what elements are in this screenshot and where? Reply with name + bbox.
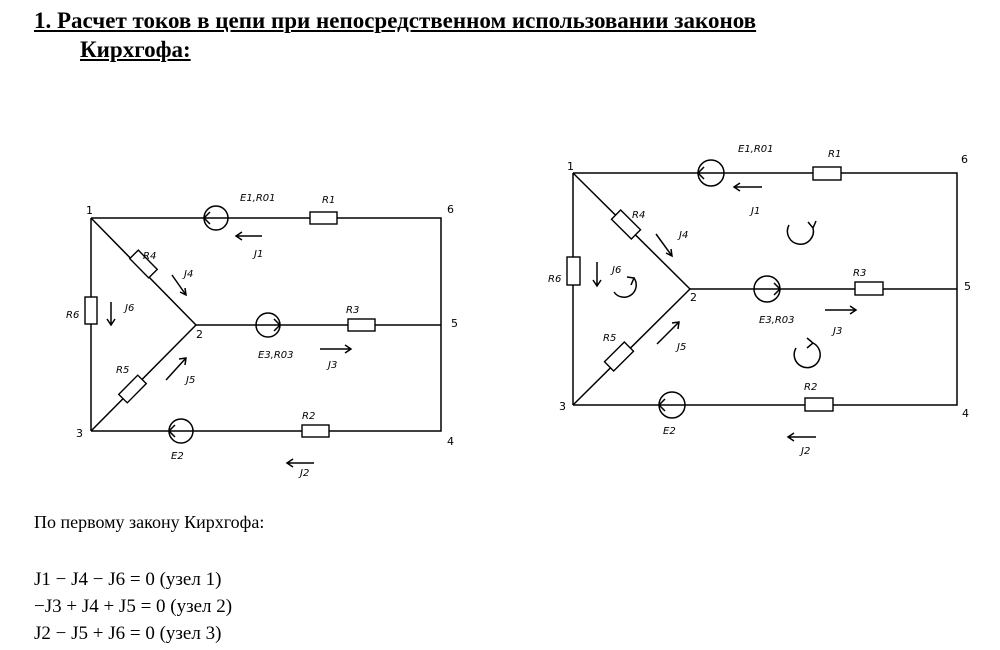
label-j4: J4 <box>182 269 193 280</box>
node-label-4: 4 <box>447 435 454 448</box>
label-r5: R5 <box>603 333 616 344</box>
circuit-diagram-right: 1 2 3 4 5 6 E1,R01 R1 J1 R4 J4 R6 J6 R3 … <box>548 144 971 457</box>
label-j5: J5 <box>184 375 195 386</box>
current-arrow-j2 <box>285 458 314 468</box>
heading-line-1: 1. Расчет токов в цепи при непосредствен… <box>34 8 757 33</box>
node-label-6: 6 <box>447 203 454 216</box>
current-arrow-j1 <box>234 231 262 241</box>
resistor-r2 <box>301 424 330 438</box>
label-j3: J3 <box>831 326 842 337</box>
resistor-r3 <box>854 281 884 296</box>
label-j1: J1 <box>252 249 263 260</box>
node-label-2: 2 <box>196 328 203 341</box>
current-arrow-j4 <box>655 233 673 258</box>
label-j6: J6 <box>123 303 134 314</box>
label-r2: R2 <box>302 411 315 422</box>
resistor-r1 <box>309 211 338 225</box>
label-r4: R4 <box>143 251 156 262</box>
label-j3: J3 <box>326 360 337 371</box>
loop-arrow-upper <box>786 220 817 245</box>
equation-node-1: J1 − J4 − J6 = 0 (узел 1) <box>34 569 222 590</box>
kirchhoff-law-caption: По первому закону Кирхгофа: <box>34 512 265 532</box>
current-arrow-j6 <box>592 262 602 288</box>
resistor-r4 <box>128 249 159 279</box>
label-e1: E1,R01 <box>738 144 774 155</box>
resistor-r4 <box>610 209 642 240</box>
label-r1: R1 <box>828 149 841 160</box>
equation-node-2: −J3 + J4 + J5 = 0 (узел 2) <box>34 596 233 617</box>
resistor-r3 <box>347 318 376 332</box>
circuit-diagram-left: 1 2 3 4 5 6 E1,R01 R1 J1 R4 J4 R6 J6 R3 … <box>66 193 458 479</box>
current-arrow-j5 <box>656 321 680 345</box>
emf-arrow-e1 <box>202 211 228 225</box>
label-e1: E1,R01 <box>240 193 276 204</box>
wire-3-2 <box>572 288 691 406</box>
emf-arrow-e2 <box>657 398 685 412</box>
resistor-r6 <box>84 296 98 325</box>
label-j5: J5 <box>675 342 686 353</box>
node-label-3: 3 <box>559 400 566 413</box>
label-j6: J6 <box>610 265 621 276</box>
label-j1: J1 <box>749 206 760 217</box>
emf-arrow-e2 <box>167 424 193 438</box>
label-e3: E3,R03 <box>258 350 294 361</box>
emf-arrow-e1 <box>696 166 724 180</box>
heading-line-2: Кирхгофа: <box>80 37 191 62</box>
label-j2: J2 <box>298 468 309 479</box>
node-label-4: 4 <box>962 407 969 420</box>
label-j2: J2 <box>799 446 810 457</box>
node-label-5: 5 <box>451 317 458 330</box>
node-label-5: 5 <box>964 280 971 293</box>
current-arrow-j3 <box>320 344 353 354</box>
node-label-6: 6 <box>961 153 968 166</box>
label-r3: R3 <box>853 268 866 279</box>
label-j4: J4 <box>677 230 688 241</box>
resistor-r5 <box>603 341 635 372</box>
resistor-r1 <box>812 166 842 181</box>
equation-node-3: J2 − J5 + J6 = 0 (узел 3) <box>34 623 222 644</box>
current-arrow-j1 <box>732 182 762 192</box>
emf-arrow-e3 <box>754 282 782 296</box>
label-e2: E2 <box>663 426 676 437</box>
wire-3-2 <box>90 324 197 432</box>
current-arrow-j4 <box>171 274 187 297</box>
current-arrow-j3 <box>825 305 858 315</box>
node-label-2: 2 <box>690 291 697 304</box>
label-e3: E3,R03 <box>759 315 795 326</box>
loop-arrow-lower <box>793 337 821 369</box>
current-arrow-j6 <box>106 302 116 327</box>
equations-block: J1 − J4 − J6 = 0 (узел 1) −J3 + J4 + J5 … <box>34 566 232 647</box>
node-label-3: 3 <box>76 427 83 440</box>
section-heading: 1. Расчет токов в цепи при непосредствен… <box>34 6 756 64</box>
label-r6: R6 <box>548 274 561 285</box>
label-r2: R2 <box>804 382 817 393</box>
current-arrow-j5 <box>165 357 187 381</box>
resistor-r6 <box>566 256 581 286</box>
label-r6: R6 <box>66 310 79 321</box>
loop-arrow-left <box>613 276 637 298</box>
node-label-1: 1 <box>86 204 93 217</box>
resistor-r2 <box>804 397 834 412</box>
label-r1: R1 <box>322 195 335 206</box>
label-r3: R3 <box>346 305 359 316</box>
label-r5: R5 <box>116 365 129 376</box>
current-arrow-j2 <box>786 432 816 442</box>
emf-arrow-e3 <box>256 318 282 332</box>
node-label-1: 1 <box>567 160 574 173</box>
resistor-r5 <box>117 374 148 404</box>
label-r4: R4 <box>632 210 645 221</box>
label-e2: E2 <box>171 451 184 462</box>
